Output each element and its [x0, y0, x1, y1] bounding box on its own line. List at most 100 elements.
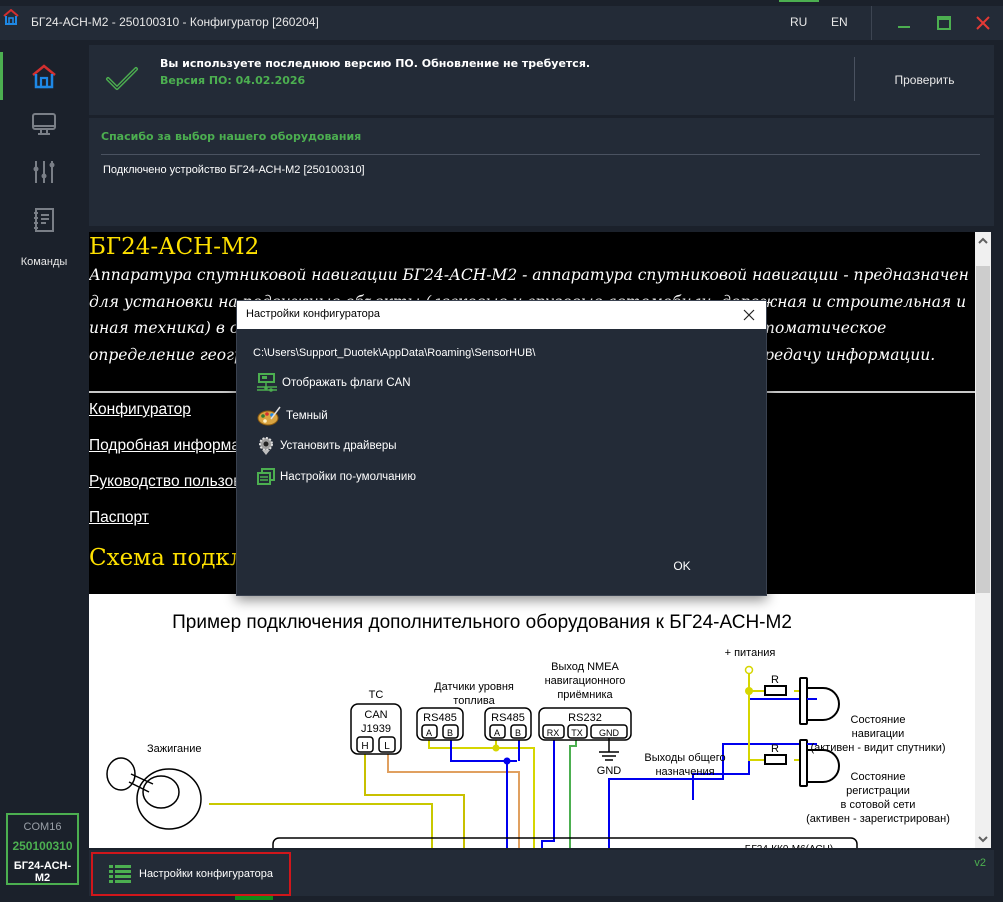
label-ignition: Зажигание [147, 743, 202, 755]
scrollbar-thumb[interactable] [976, 266, 990, 593]
close-button[interactable] [963, 6, 1003, 40]
junction-power [745, 687, 753, 695]
sliders-icon [33, 161, 55, 183]
com-port: COM16 [23, 821, 62, 833]
link-configurator[interactable]: Конфигуратор [89, 401, 191, 418]
default-settings-label: Настройки по-умолчанию [280, 471, 416, 483]
resistor-2 [764, 754, 787, 765]
can-network-icon [257, 373, 277, 392]
link-user-manual[interactable]: Руководство пользователя [89, 473, 283, 490]
bottom-accent [235, 896, 273, 900]
settings-path: C:\Users\Support_Duotek\AppData\Roaming\… [253, 347, 536, 359]
dialog-close-button[interactable] [738, 304, 760, 326]
power-terminal [744, 665, 754, 675]
welcome-divider [101, 154, 980, 155]
lang-ru-button[interactable]: RU [790, 15, 808, 29]
windows-stack-icon [257, 468, 275, 485]
wire-rx [541, 736, 555, 848]
wiring-diagram-svg: Пример подключения дополнительного обору… [106, 612, 950, 848]
label-rs485-1: RS485 [423, 712, 457, 724]
rx-pin [542, 724, 565, 739]
sidebar-item-commands[interactable] [0, 196, 88, 244]
dialog-header: Настройки конфигуратора [237, 301, 766, 329]
titlebar-accent [779, 0, 819, 2]
driver-gear-icon [259, 437, 273, 455]
welcome-title: Спасибо за выбор нашего оборудования [101, 130, 362, 143]
app-home-icon [3, 9, 19, 25]
chevron-up-icon [978, 237, 988, 244]
label-rs232: RS232 [568, 712, 602, 724]
label-power: + питания [725, 647, 776, 659]
label-r-1: R [771, 674, 779, 686]
label-nmea-2: навигационного [545, 675, 626, 687]
configurator-settings-button[interactable]: Настройки конфигуратора [91, 852, 291, 896]
update-separator [854, 57, 855, 101]
toggle-dark-theme[interactable]: Темный [257, 405, 328, 427]
window-title: БГ24-АСН-М2 - 250100310 - Конфигуратор [… [31, 15, 319, 29]
label-rx: RX [547, 728, 560, 738]
link-details[interactable]: Подробная информация [89, 437, 266, 454]
toggle-can-flags[interactable]: Отображать флаги CAN [257, 372, 411, 394]
maximize-icon [937, 16, 951, 30]
reset-default-settings[interactable]: Настройки по-умолчанию [257, 466, 416, 488]
titlebar-separator [871, 6, 872, 40]
home-icon [32, 64, 56, 89]
wire-rs485-a [428, 736, 535, 848]
bottom-toolbar: Настройки конфигуратора v2 [89, 850, 994, 896]
sidebar-item-home[interactable] [0, 52, 88, 100]
ignition-key-icon [106, 757, 202, 830]
label-j1939: J1939 [361, 723, 391, 735]
label-reg-3: в сотовой сети [841, 799, 916, 811]
label-device-block: БГ24-КК0-М6(АСН) [745, 844, 833, 848]
label-nav-1: Состояние [851, 714, 906, 726]
can-h-pin [356, 736, 374, 753]
label-can: CAN [364, 709, 387, 721]
document-title: БГ24-АСН-М2 [89, 234, 260, 260]
install-drivers[interactable]: Установить драйверы [257, 435, 397, 457]
led-wires [807, 698, 817, 745]
wire-ignition [209, 803, 433, 848]
dark-theme-label: Темный [286, 410, 328, 422]
label-b-1: B [447, 728, 453, 738]
label-outputs-1: Выходы общего [644, 752, 725, 764]
chevron-down-icon [978, 836, 988, 843]
minimize-icon [898, 26, 910, 28]
label-fuel-sensors-2: топлива [453, 695, 495, 707]
junction-b [503, 757, 511, 765]
resistor-1 [764, 685, 787, 696]
check-updates-button[interactable]: Проверить [894, 73, 955, 87]
wire-output-1 [692, 698, 807, 800]
maximize-button[interactable] [924, 6, 964, 40]
rs485-2-a-pin [489, 724, 506, 739]
scroll-down-button[interactable] [975, 831, 991, 848]
label-a-1: A [426, 728, 432, 738]
sidebar-item-settings[interactable] [0, 148, 88, 196]
sidebar-item-monitor[interactable] [0, 100, 88, 148]
ok-button[interactable]: OK [673, 559, 691, 573]
link-passport[interactable]: Паспорт [89, 509, 149, 526]
scroll-up-button[interactable] [975, 232, 991, 249]
junction-a [492, 744, 500, 752]
titlebar: БГ24-АСН-М2 - 250100310 - Конфигуратор [… [0, 6, 1003, 40]
minimize-button[interactable] [884, 6, 924, 40]
rs485-1-a-pin [421, 724, 438, 739]
wire-rs485-b1 [450, 736, 517, 848]
install-drivers-label: Установить драйверы [280, 440, 397, 452]
update-message: Вы используете последнюю версию ПО. Обно… [160, 57, 591, 70]
diagram-title: Пример подключения дополнительного обору… [172, 612, 792, 633]
monitor-icon [32, 113, 56, 135]
label-b-2: B [515, 728, 521, 738]
tx-pin [567, 724, 588, 739]
wires [209, 674, 817, 848]
document-scrollbar[interactable] [975, 232, 991, 848]
label-gnd-pin: GND [599, 728, 620, 738]
wire-can-l [387, 752, 520, 848]
wiring-diagram: Пример подключения дополнительного обору… [89, 594, 975, 848]
configurator-settings-label: Настройки конфигуратора [139, 868, 273, 880]
device-connection-box[interactable]: COM16 250100310 БГ24-АСН-М2 [6, 813, 79, 885]
led-navigation-icon [799, 677, 840, 725]
lang-en-button[interactable]: EN [831, 15, 848, 29]
ground-symbol [599, 738, 619, 761]
label-outputs-2: назначения [655, 766, 714, 778]
